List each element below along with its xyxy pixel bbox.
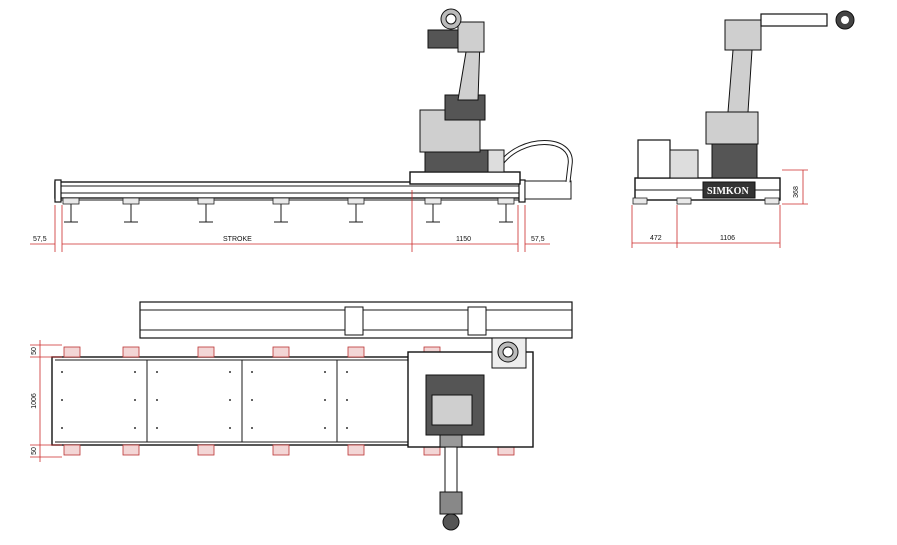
plan-bolts	[61, 371, 348, 429]
plan-feet-bottom	[63, 444, 515, 456]
plan-feet-top	[63, 346, 441, 358]
side-view: SIMKON 472 1106 368	[631, 10, 855, 248]
front-foot	[122, 197, 140, 223]
front-foot	[272, 197, 290, 223]
front-dimensions	[30, 190, 550, 252]
front-foot	[424, 197, 442, 223]
front-feet	[62, 197, 515, 223]
front-robot	[419, 8, 505, 173]
plan-view: 50 1006 50	[30, 301, 573, 531]
front-foot	[62, 197, 80, 223]
front-foot	[497, 197, 515, 223]
dim-plan-width: 1006	[31, 393, 38, 409]
side-cabinet	[637, 139, 671, 179]
logo-plate	[702, 181, 756, 199]
dim-right-offset: 57,5	[531, 236, 545, 243]
front-foot	[347, 197, 365, 223]
dim-carriage: 1150	[456, 236, 471, 243]
dim-side-height: 368	[793, 186, 800, 198]
front-view: 57,5 STROKE 1150 57,5	[30, 8, 573, 252]
front-carriage-plate	[409, 171, 521, 185]
plan-base-frame	[51, 356, 423, 446]
dim-left-offset: 57,5	[33, 236, 47, 243]
front-end-plate-left	[54, 179, 62, 203]
dim-plan-edge-top: 50	[31, 347, 38, 355]
front-foot	[197, 197, 215, 223]
front-cable-tray	[524, 180, 572, 200]
dim-side-width-b: 1106	[720, 235, 735, 242]
plan-robot	[425, 374, 485, 531]
dim-side-width-a: 472	[650, 235, 662, 242]
dim-plan-edge-bottom: 50	[31, 447, 38, 455]
dim-stroke: STROKE	[223, 236, 252, 243]
logo-text: SIMKON	[707, 186, 749, 197]
side-robot	[705, 10, 855, 179]
